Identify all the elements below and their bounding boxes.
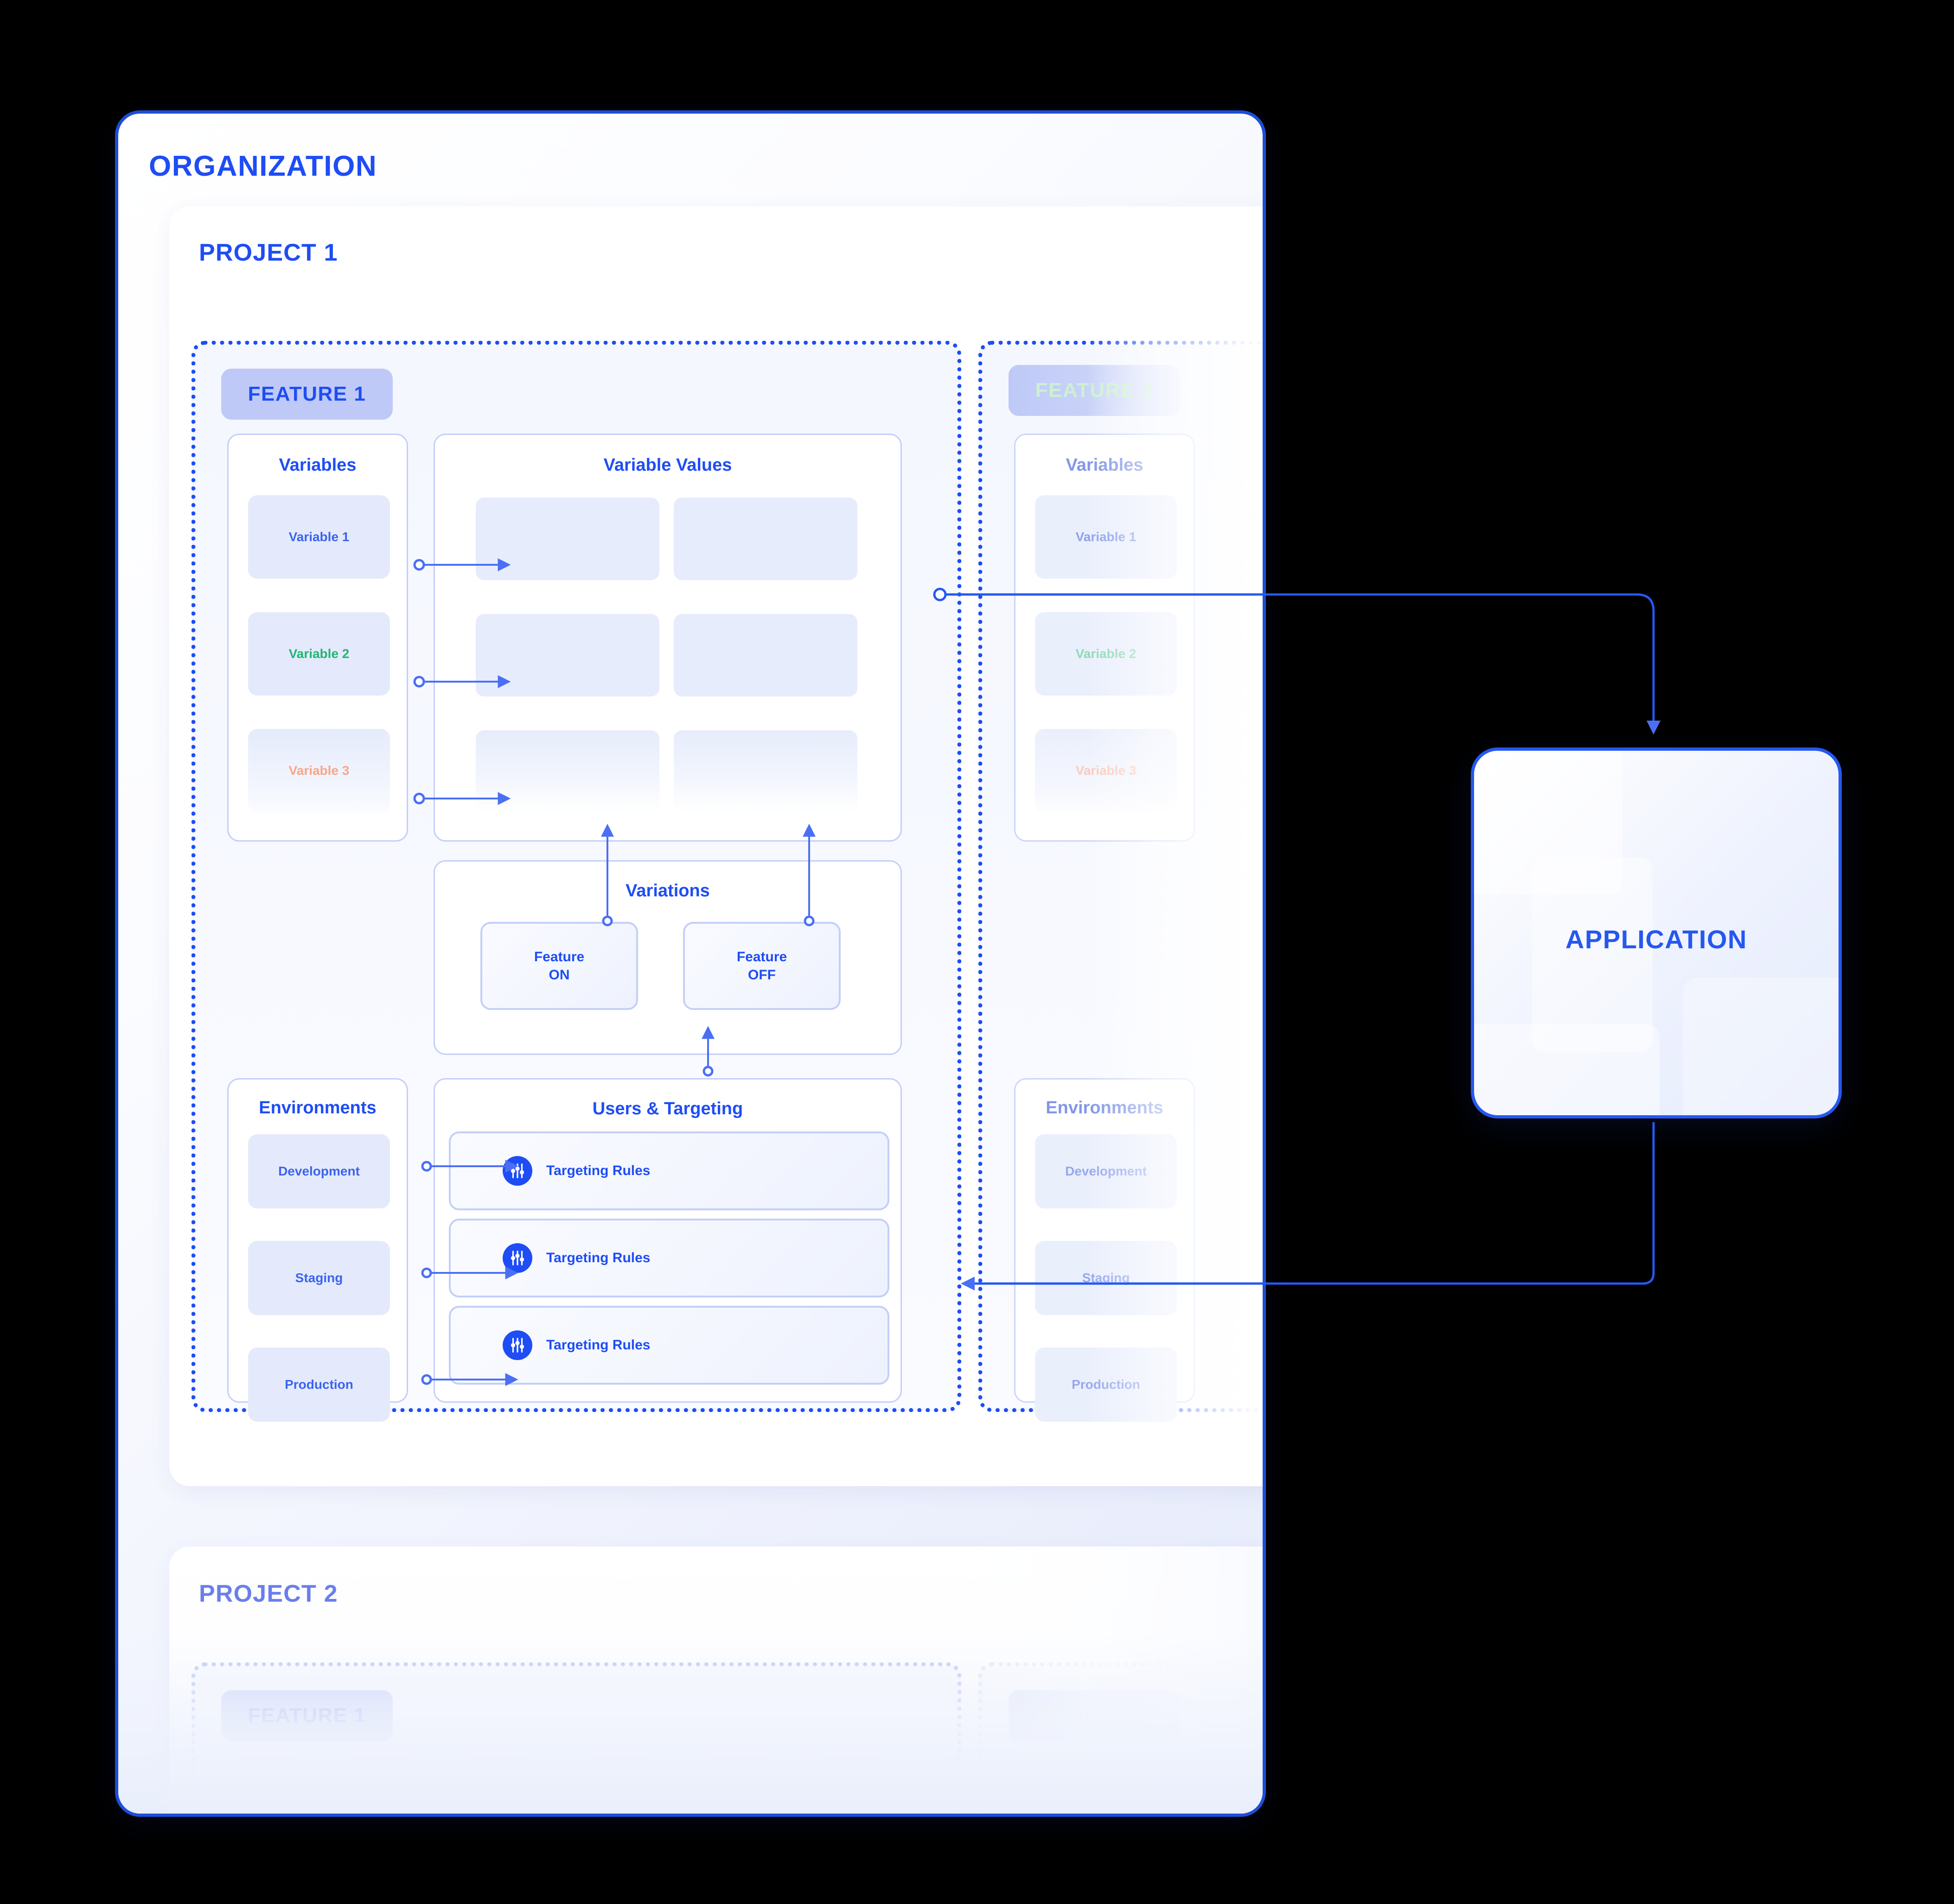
value-box[interactable]: [674, 730, 857, 813]
environment-chip-development[interactable]: Development: [248, 1134, 390, 1208]
wire-endpoint: [421, 1161, 432, 1172]
variable-2-label: Variable 2: [288, 646, 350, 661]
targeting-rule-row[interactable]: Targeting Rules: [449, 1219, 889, 1297]
variable-chip-2[interactable]: Variable 2: [248, 612, 390, 696]
variable-values-panel-title: Variable Values: [603, 455, 732, 475]
variable-chip-1[interactable]: Variable 1: [248, 495, 390, 579]
variation-on-line1: Feature: [534, 949, 585, 965]
wire-endpoint: [413, 792, 425, 805]
value-box[interactable]: [674, 498, 857, 580]
environment-development-label: Development: [278, 1164, 360, 1178]
targeting-rule-label: Targeting Rules: [546, 1163, 651, 1178]
targeting-rule-label: Targeting Rules: [546, 1250, 651, 1265]
variable-3-label: Variable 3: [288, 763, 350, 778]
environments-panel-title: Environments: [259, 1098, 377, 1118]
application-label: APPLICATION: [1565, 925, 1747, 954]
wire-endpoint: [702, 1066, 714, 1077]
variations-panel-title: Variations: [626, 881, 710, 901]
environment-chip-production[interactable]: Production: [248, 1348, 390, 1422]
variables-panel-title: Variables: [279, 455, 357, 475]
variable-chip-3[interactable]: Variable 3: [248, 729, 390, 812]
project-1-title: PROJECT 1: [199, 239, 338, 266]
targeting-rule-label: Targeting Rules: [546, 1337, 651, 1353]
wire-values-to-application: [945, 593, 1660, 735]
variation-off-line1: Feature: [736, 949, 787, 965]
feature-1-chip[interactable]: FEATURE 1: [221, 369, 393, 420]
users-targeting-panel-title: Users & Targeting: [592, 1099, 743, 1118]
users-targeting-panel-f1: Users & Targeting Targeting Rules: [434, 1078, 902, 1403]
wire-endpoint: [804, 915, 815, 926]
wire-endpoint: [933, 588, 947, 601]
environment-staging-label: Staging: [295, 1271, 343, 1285]
environment-chip-staging[interactable]: Staging: [248, 1241, 390, 1315]
variables-panel-f1: Variables Variable 1 Variable 2 Variable…: [227, 434, 408, 842]
wire-endpoint: [421, 1374, 432, 1385]
application-decoration-square-3: [1683, 978, 1839, 1115]
application-decoration-square-2: [1532, 857, 1653, 1052]
application-card[interactable]: APPLICATION: [1471, 748, 1842, 1118]
sliders-icon: [503, 1330, 532, 1360]
wire-endpoint: [413, 559, 425, 571]
variation-off-line2: OFF: [748, 967, 776, 983]
variable-values-panel-f1: Variable Values: [434, 434, 902, 842]
value-box[interactable]: [674, 614, 857, 696]
wire-application-to-targeting: [961, 1122, 1655, 1291]
application-decoration-square-4: [1474, 1024, 1660, 1115]
project-2-title: PROJECT 2: [199, 1580, 338, 1607]
application-decoration-square-1: [1474, 751, 1622, 894]
environments-panel-f1: Environments Development Staging Product…: [227, 1078, 408, 1422]
organization-title: ORGANIZATION: [149, 150, 377, 182]
wire-endpoint: [421, 1267, 432, 1278]
environment-production-label: Production: [285, 1377, 353, 1392]
variation-on-line2: ON: [549, 967, 570, 983]
wire-endpoint: [602, 915, 613, 926]
targeting-rule-row[interactable]: Targeting Rules: [449, 1306, 889, 1385]
feature-1-label: FEATURE 1: [248, 383, 366, 405]
variable-1-label: Variable 1: [288, 530, 350, 544]
wire-endpoint: [413, 676, 425, 688]
